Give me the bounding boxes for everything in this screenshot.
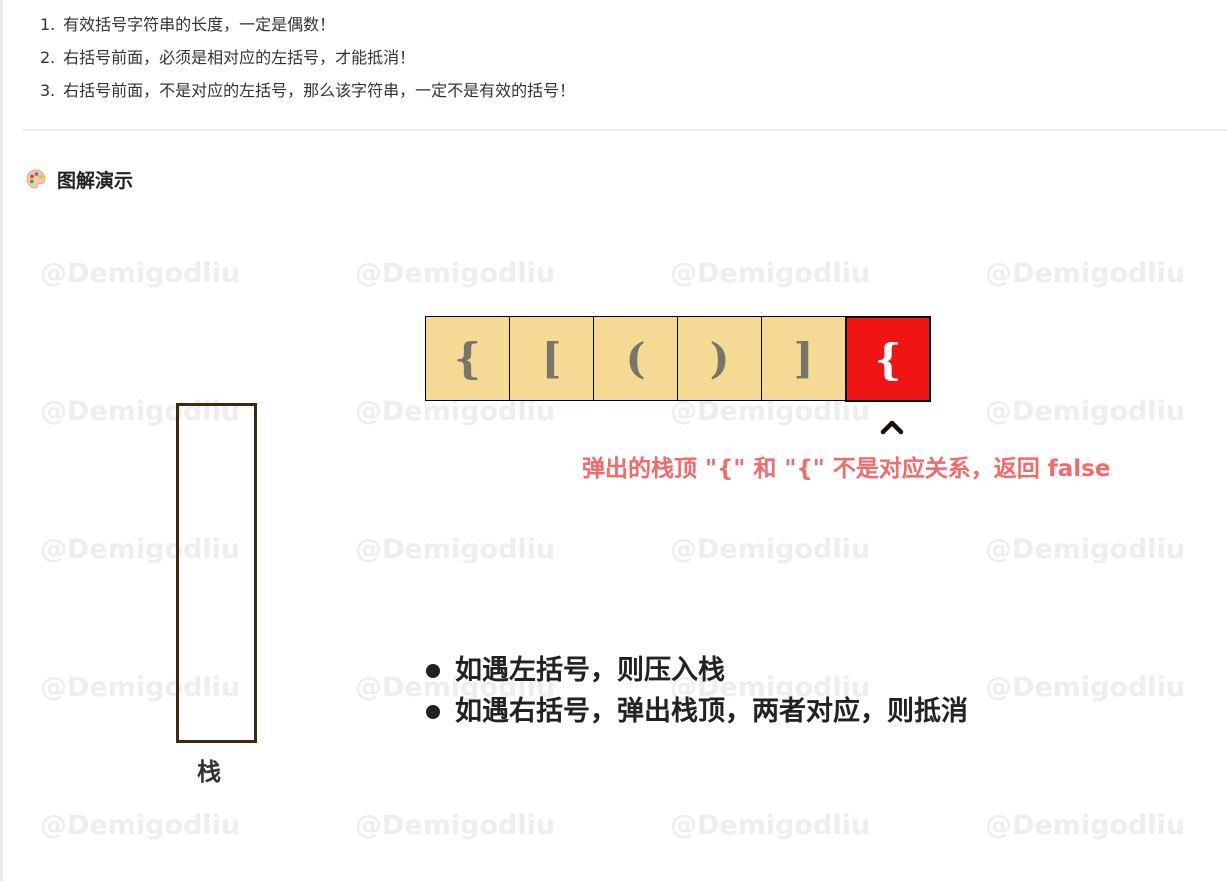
char-cell: [ (509, 316, 594, 401)
watermark: @Demigodliu (985, 258, 1186, 289)
list-item: 2. 右括号前面，必须是相对应的左括号，才能抵消！ (40, 41, 575, 74)
bracket-string: { [ ( ) ] { (425, 316, 931, 402)
watermark: @Demigodliu (985, 810, 1186, 841)
watermark: @Demigodliu (355, 810, 556, 841)
stack-container (176, 403, 257, 743)
page-left-edge (0, 0, 3, 881)
section-title: 图解演示 (57, 169, 134, 192)
caret-up-icon (880, 420, 904, 435)
watermark: @Demigodliu (985, 396, 1186, 427)
list-item-number: 1. (40, 15, 56, 34)
list-item-text: 有效括号字符串的长度，一定是偶数！ (63, 15, 336, 34)
char-cell: ( (593, 316, 678, 401)
watermark: @Demigodliu (40, 810, 241, 841)
watermark: @Demigodliu (40, 672, 241, 703)
rules-list: 1. 有效括号字符串的长度，一定是偶数！ 2. 右括号前面，必须是相对应的左括号… (40, 8, 575, 107)
list-item-text: 右括号前面，必须是相对应的左括号，才能抵消！ (63, 48, 416, 67)
list-item-number: 3. (40, 81, 56, 100)
list-item-number: 2. (40, 48, 56, 67)
section-heading: 图解演示 (25, 166, 133, 192)
list-item: 1. 有效括号字符串的长度，一定是偶数！ (40, 8, 575, 41)
char-cell-current: { (845, 316, 931, 402)
pop-message: 弹出的栈顶 "{" 和 "{" 不是对应关系，返回 false (582, 456, 1111, 482)
list-item: 如遇左括号，则压入栈 (423, 650, 968, 691)
section-divider (22, 129, 1227, 131)
palette-icon (26, 169, 46, 189)
instruction-text: 如遇右括号，弹出栈顶，两者对应，则抵消 (455, 696, 968, 727)
watermark: @Demigodliu (355, 672, 556, 703)
watermark: @Demigodliu (40, 396, 241, 427)
watermark: @Demigodliu (40, 258, 241, 289)
bullet-icon (426, 704, 440, 719)
watermark: @Demigodliu (40, 534, 241, 565)
watermark: @Demigodliu (355, 396, 556, 427)
char-cell: { (425, 316, 510, 401)
watermark: @Demigodliu (670, 396, 871, 427)
watermark: @Demigodliu (670, 258, 871, 289)
instruction-text: 如遇左括号，则压入栈 (455, 655, 725, 686)
watermark: @Demigodliu (355, 258, 556, 289)
watermark: @Demigodliu (985, 534, 1186, 565)
watermark: @Demigodliu (355, 534, 556, 565)
char-cell: ) (677, 316, 762, 401)
bullet-icon (426, 663, 440, 678)
watermark: @Demigodliu (670, 672, 871, 703)
char-cell: ] (761, 316, 846, 401)
stack-label: 栈 (197, 758, 221, 786)
list-item: 3. 右括号前面，不是对应的左括号，那么该字符串，一定不是有效的括号！ (40, 74, 575, 107)
instruction-list: 如遇左括号，则压入栈 如遇右括号，弹出栈顶，两者对应，则抵消 (423, 650, 968, 732)
watermark: @Demigodliu (985, 672, 1186, 703)
watermark: @Demigodliu (670, 810, 871, 841)
list-item-text: 右括号前面，不是对应的左括号，那么该字符串，一定不是有效的括号！ (63, 81, 576, 100)
list-item: 如遇右括号，弹出栈顶，两者对应，则抵消 (423, 691, 968, 732)
watermark: @Demigodliu (670, 534, 871, 565)
